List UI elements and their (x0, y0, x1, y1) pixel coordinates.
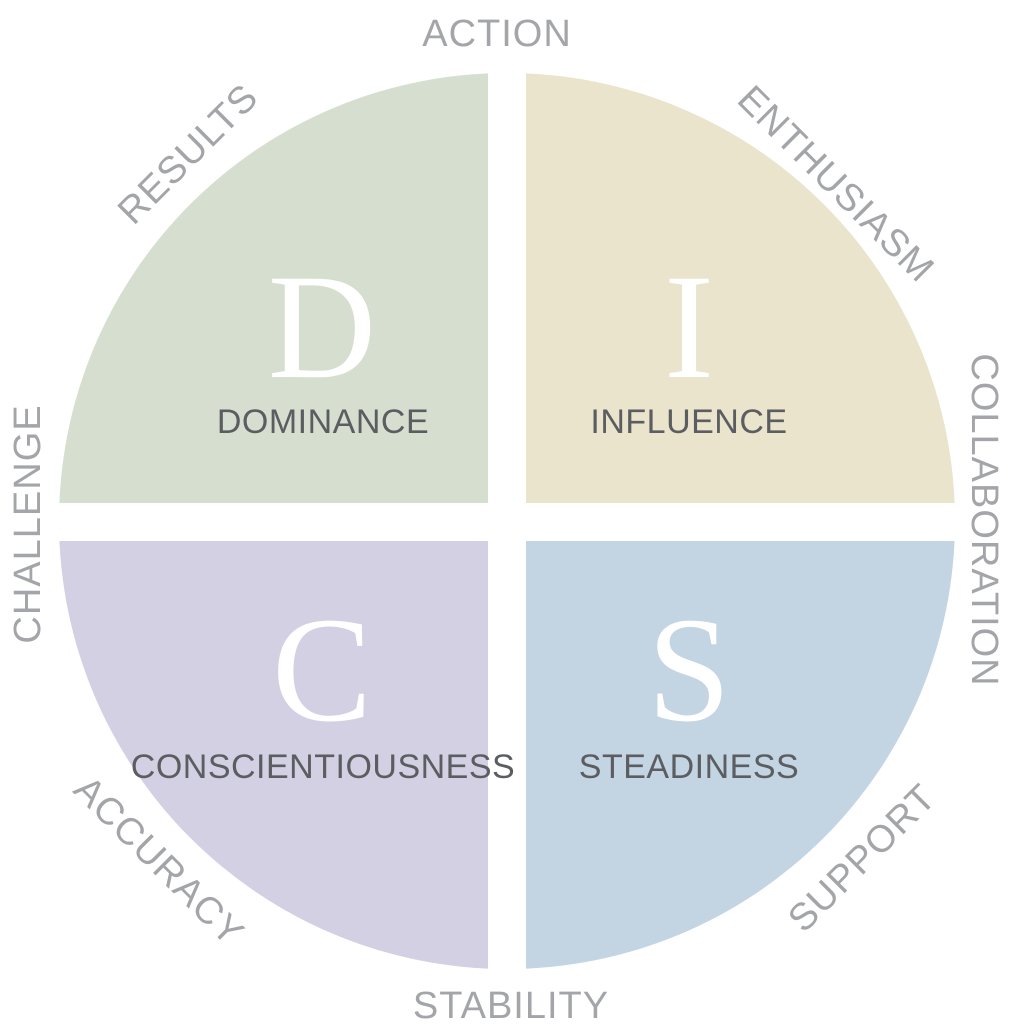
label-steadiness: STEADINESS (579, 748, 799, 786)
label-dominance: DOMINANCE (217, 403, 429, 441)
letter-d: D (268, 244, 376, 410)
letter-s: S (647, 587, 730, 753)
label-conscientiousness: CONSCIENTIOUSNESS (131, 748, 515, 786)
label-influence: INFLUENCE (590, 403, 787, 441)
priority-stability: STABILITY (413, 985, 609, 1024)
priority-challenge: CHALLENGE (7, 404, 49, 643)
priority-action: ACTION (422, 13, 572, 55)
priority-collaboration: COLLABORATION (963, 353, 1005, 686)
letter-i: I (664, 244, 714, 410)
letter-c: C (272, 587, 372, 753)
